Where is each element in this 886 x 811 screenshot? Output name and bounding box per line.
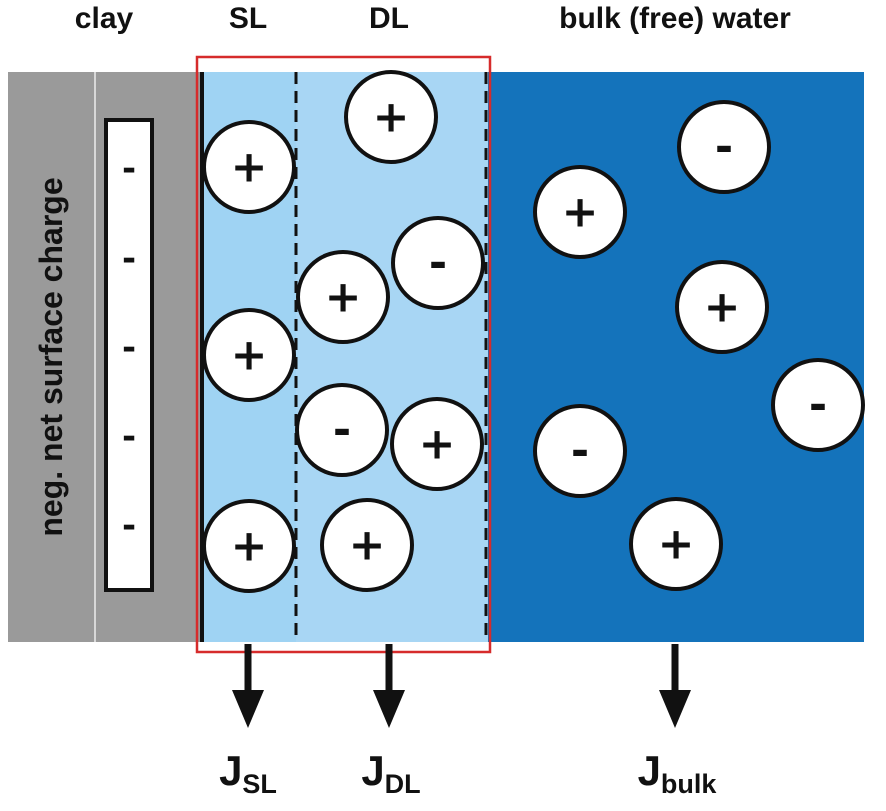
- header-sl: SL: [229, 2, 267, 35]
- ion-positive: +: [390, 397, 484, 491]
- ion-positive: +: [675, 260, 769, 354]
- svg-text:+: +: [349, 520, 386, 571]
- surface-charge: -: [122, 328, 136, 368]
- svg-text:+: +: [231, 330, 268, 381]
- ion-positive: +: [202, 308, 296, 402]
- svg-text:+: +: [325, 272, 362, 323]
- ion-positive: +: [202, 499, 296, 593]
- down-arrow-icon: [373, 644, 405, 728]
- electrical-double-layer-box: [195, 55, 492, 654]
- side-label: neg. net surface charge: [33, 177, 69, 536]
- svg-text:+: +: [658, 519, 695, 570]
- svg-text:-: -: [333, 405, 351, 456]
- ion-positive: +: [296, 250, 390, 344]
- svg-text:+: +: [562, 187, 599, 238]
- svg-text:-: -: [715, 122, 733, 173]
- svg-text:-: -: [809, 380, 827, 431]
- ion-positive: +: [533, 165, 627, 259]
- svg-text:+: +: [704, 282, 741, 333]
- flux-label-sl: JSL: [219, 747, 277, 799]
- svg-text:-: -: [429, 238, 447, 289]
- surface-charge-strip: [104, 118, 154, 592]
- ion-positive: +: [629, 497, 723, 591]
- flux-label-dl: JDL: [361, 747, 420, 799]
- down-arrow-icon: [232, 644, 264, 728]
- surface-charge: -: [122, 417, 136, 457]
- svg-text:+: +: [231, 142, 268, 193]
- flux-label-bulk: Jbulk: [638, 747, 718, 799]
- surface-charge: -: [122, 506, 136, 546]
- ion-negative: -: [677, 100, 771, 194]
- ion-negative: -: [295, 383, 389, 477]
- header-dl: DL: [369, 2, 409, 35]
- svg-text:-: -: [571, 426, 589, 477]
- ion-positive: +: [320, 498, 414, 592]
- header-clay: clay: [75, 2, 134, 35]
- surface-charge: -: [122, 239, 136, 279]
- ion-positive: +: [344, 70, 438, 164]
- ion-positive: +: [202, 120, 296, 214]
- header-bulk: bulk (free) water: [559, 2, 791, 35]
- ion-negative: -: [533, 404, 627, 498]
- svg-text:+: +: [419, 419, 456, 470]
- svg-text:+: +: [373, 92, 410, 143]
- ion-negative: -: [391, 216, 485, 310]
- surface-charge: -: [122, 149, 136, 189]
- ion-negative: -: [771, 358, 865, 452]
- clay-outer-band: [8, 72, 94, 642]
- down-arrow-icon: [659, 644, 691, 728]
- svg-text:+: +: [231, 521, 268, 572]
